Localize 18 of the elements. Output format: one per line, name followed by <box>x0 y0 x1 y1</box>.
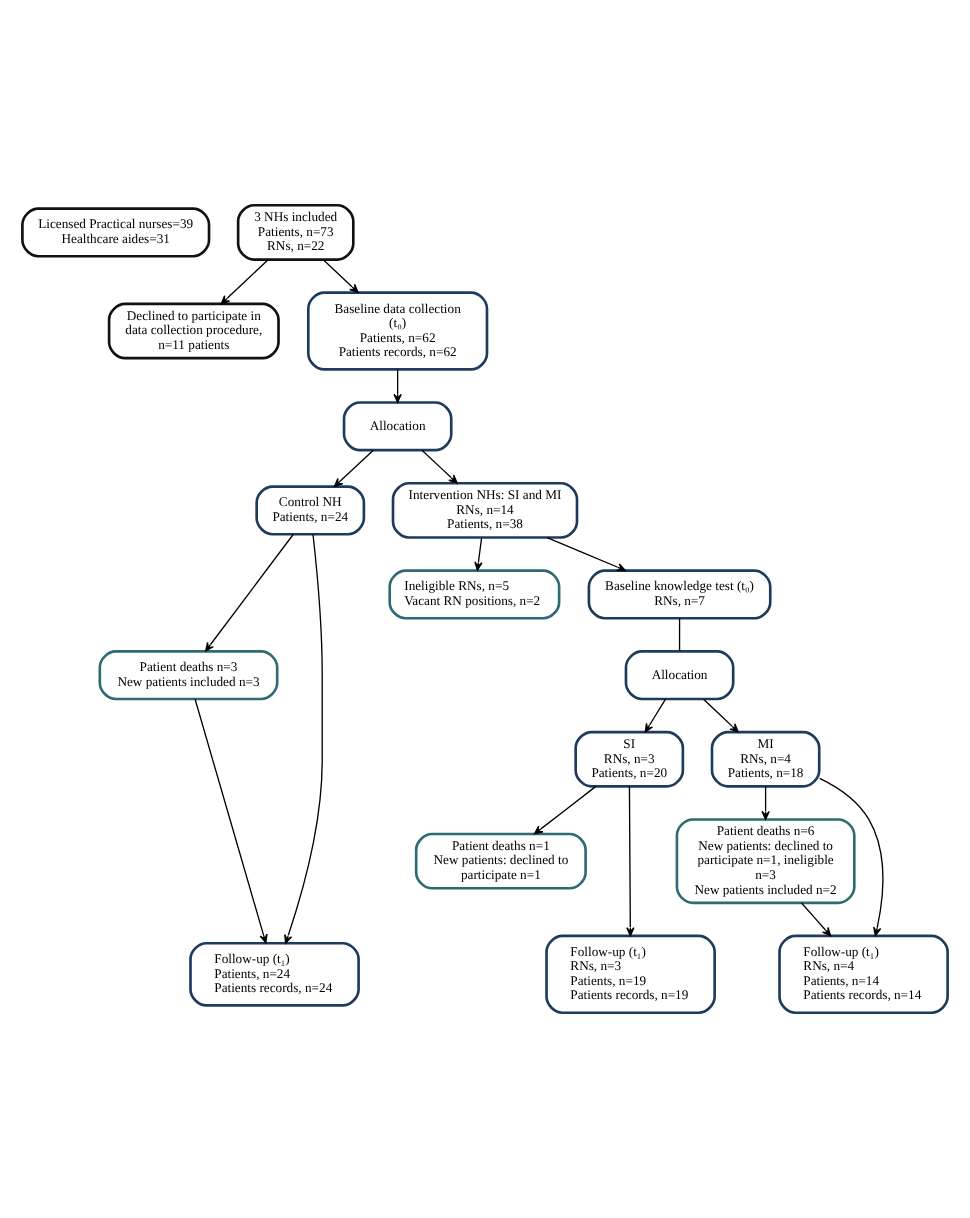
arrow <box>421 449 458 484</box>
arrow <box>194 698 268 944</box>
arrow <box>626 785 635 937</box>
arrow <box>333 449 374 488</box>
arrow <box>284 533 323 944</box>
arrow <box>702 698 739 733</box>
arrow <box>220 259 269 305</box>
arrow <box>819 777 884 937</box>
arrow <box>205 533 294 652</box>
arrow <box>644 698 667 733</box>
connector <box>678 617 681 652</box>
arrow <box>474 537 483 571</box>
arrow <box>322 259 359 294</box>
arrow <box>546 537 626 572</box>
arrow <box>393 368 402 403</box>
arrow <box>800 902 832 937</box>
arrow <box>533 785 597 835</box>
arrow <box>761 786 770 820</box>
